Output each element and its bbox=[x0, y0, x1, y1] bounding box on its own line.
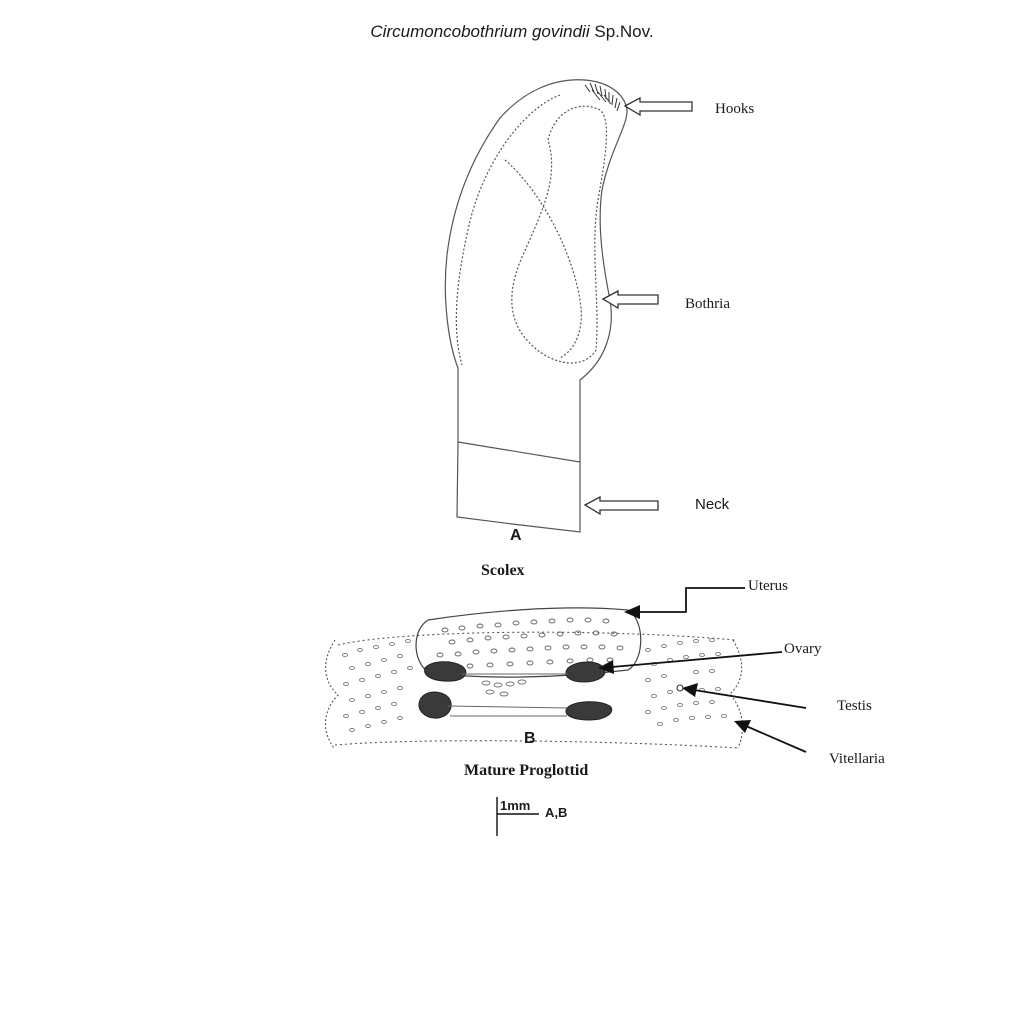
testis-arrow-head bbox=[682, 683, 698, 697]
ovary-isthmus bbox=[447, 673, 568, 717]
uterus-eggs bbox=[436, 617, 624, 670]
scolex-outline bbox=[444, 79, 628, 462]
proglottid-lower-margin bbox=[334, 740, 739, 749]
proglottid-drawing bbox=[324, 607, 744, 749]
neck-arrow bbox=[583, 495, 659, 516]
bothria-arrow bbox=[601, 289, 659, 310]
neck-outline bbox=[456, 441, 581, 533]
testis-arrow-line bbox=[693, 689, 807, 709]
scale-bar-length: 1mm bbox=[500, 798, 531, 813]
bothria-label: Bothria bbox=[685, 296, 730, 312]
bothria-loop-left bbox=[455, 94, 561, 366]
figure-title: Circumoncobothrium govindii Sp.Nov. bbox=[0, 22, 1024, 42]
ovary-lobes bbox=[418, 661, 613, 721]
figure-b-caption: Mature Proglottid bbox=[464, 762, 589, 779]
testis-label: Testis bbox=[837, 698, 872, 714]
figure-a-letter: A bbox=[510, 527, 522, 544]
scale-bar-applies-to: A,B bbox=[545, 805, 568, 820]
figure-a-caption: Scolex bbox=[481, 562, 525, 579]
vitellaria-arrow-line bbox=[745, 725, 807, 753]
vitellaria-label: Vitellaria bbox=[829, 751, 885, 767]
figure-b-letter: B bbox=[524, 730, 536, 747]
species-name: Circumoncobothrium govindii bbox=[370, 22, 590, 41]
proglottid-right-edge bbox=[729, 639, 744, 749]
proglottid-arrows bbox=[598, 587, 807, 753]
bothria-loop-right bbox=[511, 105, 608, 364]
ovary-arrow-line bbox=[611, 651, 783, 668]
uterus-arrow-line bbox=[638, 587, 745, 613]
species-suffix: Sp.Nov. bbox=[594, 22, 654, 41]
scolex-drawing bbox=[444, 79, 693, 533]
uterus-label: Uterus bbox=[748, 578, 788, 594]
uterus-arrow-head bbox=[624, 605, 640, 619]
hooks-cluster bbox=[584, 82, 621, 112]
genital-complex bbox=[481, 679, 527, 697]
proglottid-upper-margin bbox=[337, 631, 736, 646]
scale-bar bbox=[496, 797, 539, 836]
hooks-arrow bbox=[623, 96, 693, 117]
neck-label: Neck bbox=[695, 496, 730, 513]
proglottid-left-edge bbox=[324, 639, 339, 749]
vitellaria-arrow-head bbox=[734, 720, 751, 733]
bothria-loop-cross bbox=[504, 159, 582, 359]
ovary-label: Ovary bbox=[784, 641, 822, 657]
ovary-arrow-head bbox=[598, 660, 614, 674]
lateral-follicles bbox=[342, 637, 727, 733]
hooks-label: Hooks bbox=[715, 101, 755, 117]
